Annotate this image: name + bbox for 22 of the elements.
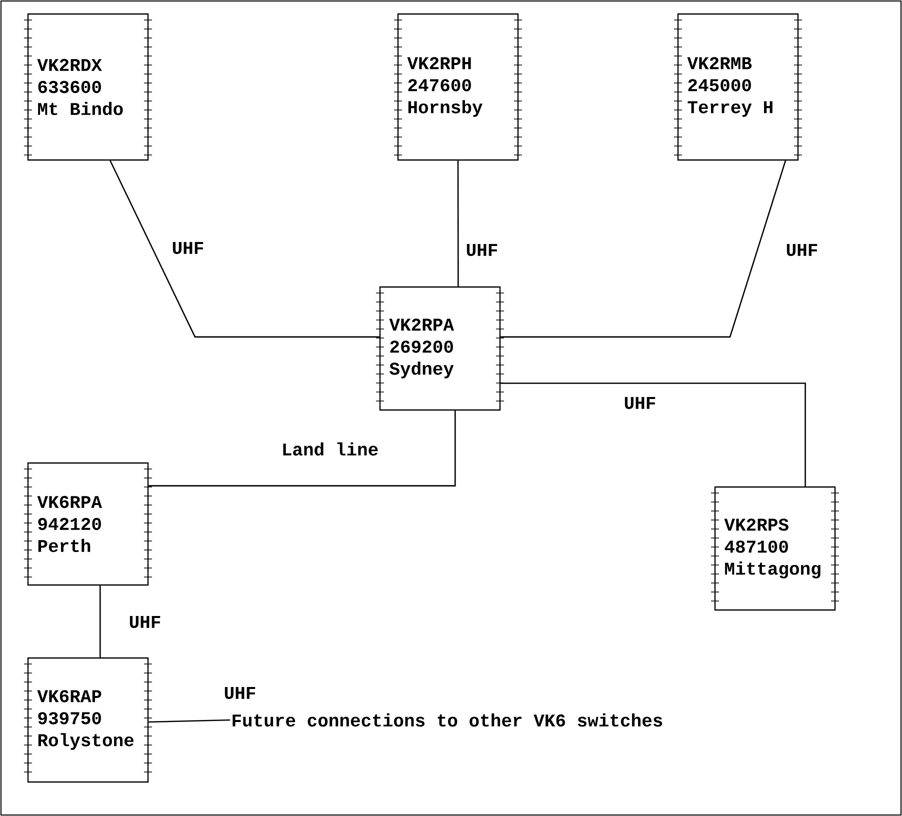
station-box: VK2RPS 487100 Mittagong	[710, 486, 840, 611]
edge-label: UHF	[464, 242, 500, 258]
edge-label: UHF	[170, 240, 206, 256]
connector-line	[500, 160, 786, 338]
connector-line	[148, 410, 456, 486]
edge-label: UHF	[622, 396, 658, 410]
station-box: VK2RPH 247600 Hornsby	[394, 13, 522, 161]
connector-line	[457, 160, 459, 286]
edge-label: UHF	[222, 686, 258, 700]
station-box: VK6RAP 939750 Rolystone	[24, 657, 152, 783]
station-box: VK6RPA 942120 Perth	[24, 462, 152, 586]
connector-line	[110, 160, 380, 338]
edge-label: Land line	[280, 441, 380, 457]
station-box: VK2RMB 245000 Terrey H	[674, 13, 802, 161]
station-box: VK2RDX 633600 Mt Bindo	[24, 13, 152, 161]
edge-label: UHF	[128, 614, 162, 629]
connector-line	[99, 586, 101, 658]
connector-line	[500, 382, 806, 486]
edge-label: UHF	[784, 242, 820, 258]
connector-line	[148, 719, 230, 723]
note-text: Future connections to other VK6 switches	[232, 713, 662, 727]
station-box: VK2RPA 269200 Sydney	[376, 286, 504, 411]
